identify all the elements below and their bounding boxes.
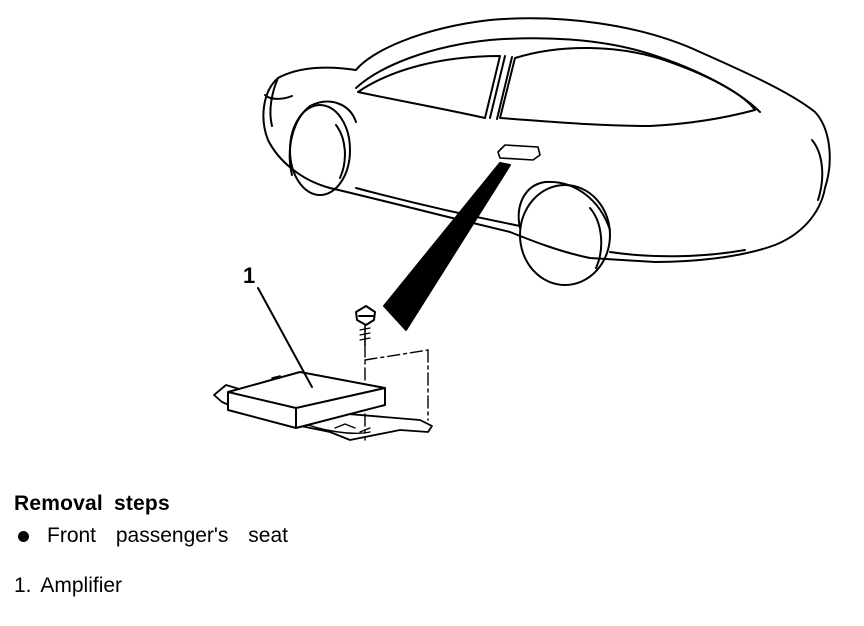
bullet-step-label: Front passenger's seat [47, 524, 288, 547]
amplifier-unit [227, 371, 386, 429]
bullet-icon [18, 530, 29, 542]
bullet-step: Front passenger's seat [14, 522, 288, 550]
procedure-text: Removal steps Front passenger's seat 1. … [14, 490, 288, 600]
step-label: Amplifier [40, 574, 123, 597]
callout-leader-line [257, 287, 313, 388]
pointer-wedge [383, 162, 511, 331]
callout-number: 1 [243, 263, 255, 288]
amplifier-location-diagram: 1 [213, 17, 831, 441]
step-number: 1. [14, 574, 32, 597]
screw-icon [355, 305, 376, 346]
location-marker [497, 144, 541, 161]
car-outline [262, 17, 831, 286]
procedure-heading: Removal steps [14, 492, 170, 515]
numbered-step: 1. Amplifier [14, 572, 288, 600]
